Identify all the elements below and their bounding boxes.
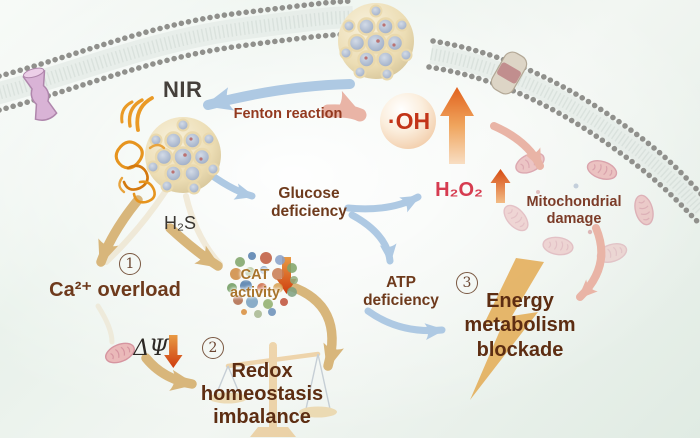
step-1-badge: 1 bbox=[119, 253, 141, 275]
cat-protein-icon bbox=[227, 252, 298, 318]
arrow-nir bbox=[203, 79, 355, 111]
big-up-arrow-icon bbox=[440, 87, 474, 164]
psi-down-arrow-icon bbox=[164, 335, 183, 368]
pink-arrows bbox=[321, 90, 606, 301]
h2s-label: H₂S bbox=[164, 213, 196, 233]
nir-label: NIR bbox=[163, 77, 203, 102]
h2o2-label: H₂O₂ bbox=[435, 179, 483, 201]
atp-deficiency-label: ATP deficiency bbox=[363, 274, 439, 310]
arrow-atp-to-energy bbox=[364, 307, 446, 340]
step-3-badge: 3 bbox=[456, 272, 478, 294]
lightning-bolt-icon bbox=[470, 258, 544, 400]
nanoparticle-extracellular-icon bbox=[336, 1, 416, 81]
calcium-overload-label: Ca²⁺ overload bbox=[49, 279, 181, 301]
arrow-h2s-to-ca bbox=[96, 195, 143, 267]
glucose-deficiency-label: Glucose deficiency bbox=[271, 185, 347, 221]
balance-scale-icon bbox=[209, 342, 337, 437]
arrow-oh-to-mitochondria bbox=[490, 122, 544, 170]
nanoparticle-intracellular-icon bbox=[143, 115, 223, 195]
arrow-mitochondria-to-energy bbox=[576, 224, 606, 301]
arrow-cat-to-redox bbox=[285, 281, 344, 371]
mitochondrial-damage-label: Mitochondrial damage bbox=[526, 194, 622, 228]
arrow-fenton bbox=[321, 90, 367, 122]
step-2-badge: 2 bbox=[202, 337, 224, 359]
arrow-glucose-to-h2o2 bbox=[344, 193, 422, 213]
enzyme-corona-icon bbox=[114, 140, 166, 204]
cat-activity-label: CAT activity bbox=[230, 267, 280, 302]
arrow-psi-to-redox bbox=[141, 353, 197, 391]
redox-imbalance-label: Redox homeostasis imbalance bbox=[200, 360, 324, 428]
hydroxyl-radical-label: ·OH bbox=[387, 108, 431, 134]
gold-arrows bbox=[96, 195, 344, 391]
arrow-h2s-to-cat bbox=[165, 223, 223, 271]
h2o2-up-arrow-icon bbox=[490, 169, 511, 203]
membrane-channel-protein-icon bbox=[22, 67, 58, 121]
arrow-glucose-to-atp bbox=[348, 211, 397, 265]
cell-membrane-left bbox=[0, 0, 357, 113]
membrane-potential-label: ΔΨ bbox=[133, 336, 169, 361]
energy-blockade-label: Energy metabolism blockade bbox=[464, 290, 576, 361]
membrane-pump-protein-icon bbox=[490, 51, 528, 95]
hydroxyl-sphere-icon bbox=[380, 93, 436, 149]
fenton-reaction-label: Fenton reaction bbox=[233, 106, 343, 122]
nir-waves-icon bbox=[120, 96, 154, 132]
cell-membrane-right bbox=[426, 38, 700, 227]
mitochondria-cluster-icon bbox=[498, 148, 657, 267]
